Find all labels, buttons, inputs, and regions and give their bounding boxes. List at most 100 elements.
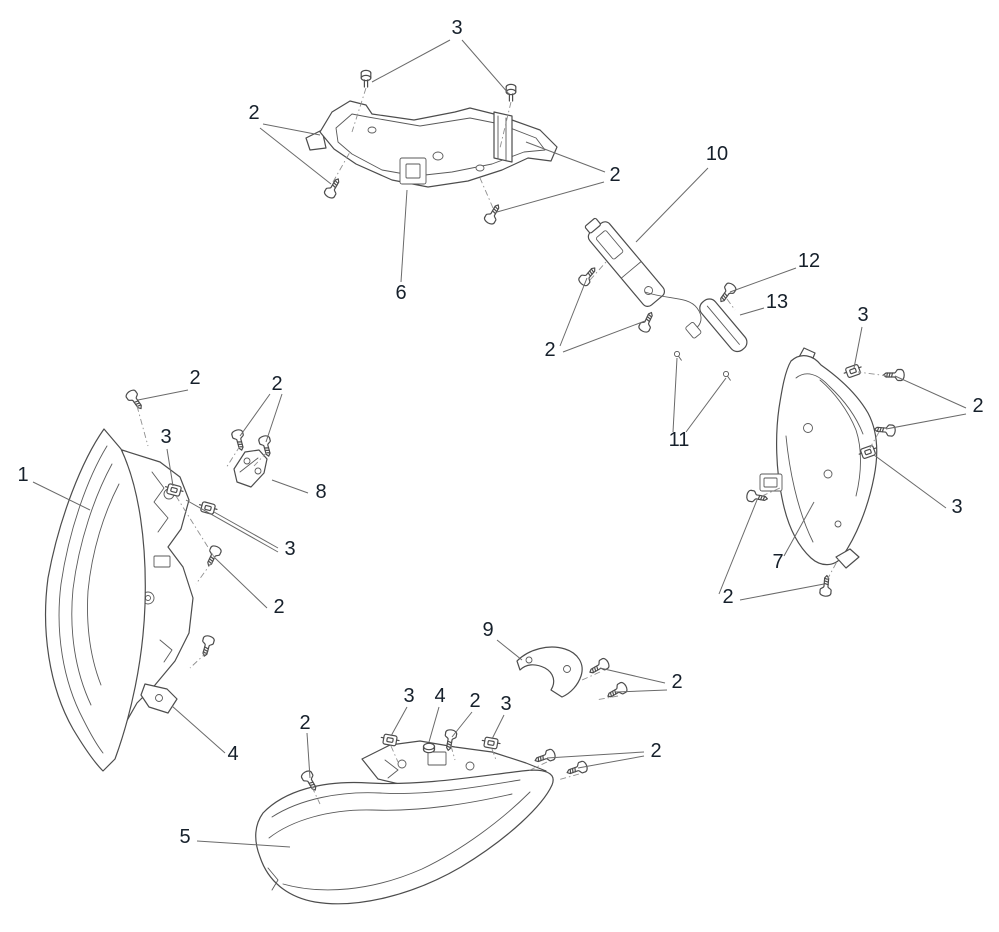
callout-label-0: 3 bbox=[451, 17, 462, 39]
callout-label-29: 2 bbox=[650, 740, 661, 762]
leader-line bbox=[873, 454, 947, 509]
callout-label-17: 2 bbox=[273, 596, 284, 618]
callout-label-6: 13 bbox=[766, 291, 788, 313]
leader-line bbox=[496, 639, 523, 661]
leader-line bbox=[739, 583, 825, 601]
leader-line bbox=[196, 840, 291, 848]
part-9-bracket bbox=[516, 646, 583, 698]
leader-line bbox=[635, 167, 709, 243]
screw-icon bbox=[124, 387, 147, 413]
callout-label-11: 2 bbox=[189, 367, 200, 389]
callout-label-28: 2 bbox=[299, 712, 310, 734]
screw-icon bbox=[564, 759, 590, 779]
callout-label-24: 3 bbox=[403, 685, 414, 707]
callout-label-18: 3 bbox=[951, 496, 962, 518]
leader-line bbox=[672, 357, 678, 433]
leader-line bbox=[739, 307, 765, 316]
part-8-bracket bbox=[233, 449, 268, 488]
part-1-headlight-left bbox=[44, 428, 194, 772]
screw-icon bbox=[586, 656, 612, 678]
leader-line bbox=[562, 320, 646, 353]
part-10-cable bbox=[644, 291, 702, 330]
callout-label-10: 11 bbox=[669, 429, 690, 451]
leader-line bbox=[685, 377, 727, 433]
leader-line bbox=[32, 481, 91, 511]
leader-line bbox=[166, 448, 174, 487]
leader-line bbox=[496, 181, 605, 213]
callout-label-23: 4 bbox=[227, 743, 238, 765]
leader-line bbox=[271, 479, 309, 494]
part-5-headlight-bottom bbox=[255, 740, 554, 905]
leader-line bbox=[265, 393, 283, 443]
screw-icon bbox=[482, 201, 504, 227]
leader-line bbox=[400, 189, 408, 283]
callout-label-2: 2 bbox=[609, 164, 620, 186]
screw-icon bbox=[576, 263, 600, 288]
pin-icon bbox=[672, 349, 685, 363]
screw-icon bbox=[637, 309, 658, 335]
callout-label-3: 10 bbox=[706, 143, 728, 165]
leader-line bbox=[239, 393, 271, 437]
leader-line bbox=[577, 755, 645, 769]
leader-line bbox=[894, 375, 967, 409]
leader-line bbox=[783, 501, 815, 557]
part-5-lens bbox=[255, 769, 554, 905]
leader-line bbox=[137, 389, 189, 401]
callout-label-8: 3 bbox=[857, 304, 868, 326]
leader-line bbox=[371, 39, 451, 83]
screw-icon bbox=[202, 543, 223, 569]
callout-label-7: 2 bbox=[544, 339, 555, 361]
leader-line bbox=[451, 711, 473, 738]
leader-lines bbox=[32, 39, 967, 848]
leader-line bbox=[214, 557, 268, 609]
bolt-icon bbox=[360, 69, 372, 88]
leader-line bbox=[461, 39, 510, 95]
clip-icon bbox=[842, 362, 864, 380]
part-13-strip bbox=[699, 298, 748, 353]
screw-icon bbox=[715, 280, 738, 306]
callout-label-4: 6 bbox=[395, 282, 406, 304]
part-4-bracket bbox=[140, 683, 178, 714]
part-6-top-bracket bbox=[305, 100, 558, 188]
part-10-module bbox=[584, 217, 702, 339]
leader-line bbox=[599, 667, 666, 684]
leader-line bbox=[718, 499, 758, 595]
callout-label-16: 3 bbox=[284, 538, 295, 560]
part-11-pins bbox=[672, 349, 734, 383]
callout-label-20: 2 bbox=[722, 586, 733, 608]
part-1-lens bbox=[44, 428, 146, 772]
screw-icon bbox=[198, 634, 216, 659]
leader-line bbox=[171, 705, 226, 754]
callout-label-30: 5 bbox=[179, 826, 190, 848]
callout-label-27: 3 bbox=[500, 693, 511, 715]
leader-line bbox=[615, 689, 668, 693]
leader-line bbox=[213, 511, 279, 549]
callout-label-21: 9 bbox=[482, 619, 493, 641]
leader-line bbox=[259, 127, 332, 185]
screw-icon bbox=[745, 489, 769, 505]
leader-line bbox=[390, 706, 408, 737]
callout-labels: 3 2 2 10 6 12 13 2 3 2 11 2 2 3 1 8 3 2 … bbox=[17, 17, 983, 848]
callout-label-25: 4 bbox=[434, 685, 445, 707]
part-7-side-bracket bbox=[759, 347, 878, 569]
leader-line bbox=[185, 499, 279, 553]
leader-line bbox=[491, 714, 505, 740]
leader-line bbox=[306, 732, 311, 779]
callout-label-26: 2 bbox=[469, 690, 480, 712]
callout-label-9: 2 bbox=[972, 395, 983, 417]
callout-label-22: 2 bbox=[671, 671, 682, 693]
leader-line bbox=[853, 326, 863, 369]
leader-line bbox=[262, 123, 321, 136]
assembly-axis-lines bbox=[136, 87, 889, 805]
leader-line bbox=[559, 277, 588, 347]
clip-icon bbox=[480, 735, 502, 751]
leader-line bbox=[525, 141, 606, 173]
callout-label-5: 12 bbox=[798, 250, 820, 272]
callout-label-1: 2 bbox=[248, 102, 259, 124]
leader-line bbox=[546, 751, 645, 759]
leader-line bbox=[428, 706, 440, 743]
callout-label-13: 3 bbox=[160, 426, 171, 448]
callout-label-15: 8 bbox=[315, 481, 326, 503]
